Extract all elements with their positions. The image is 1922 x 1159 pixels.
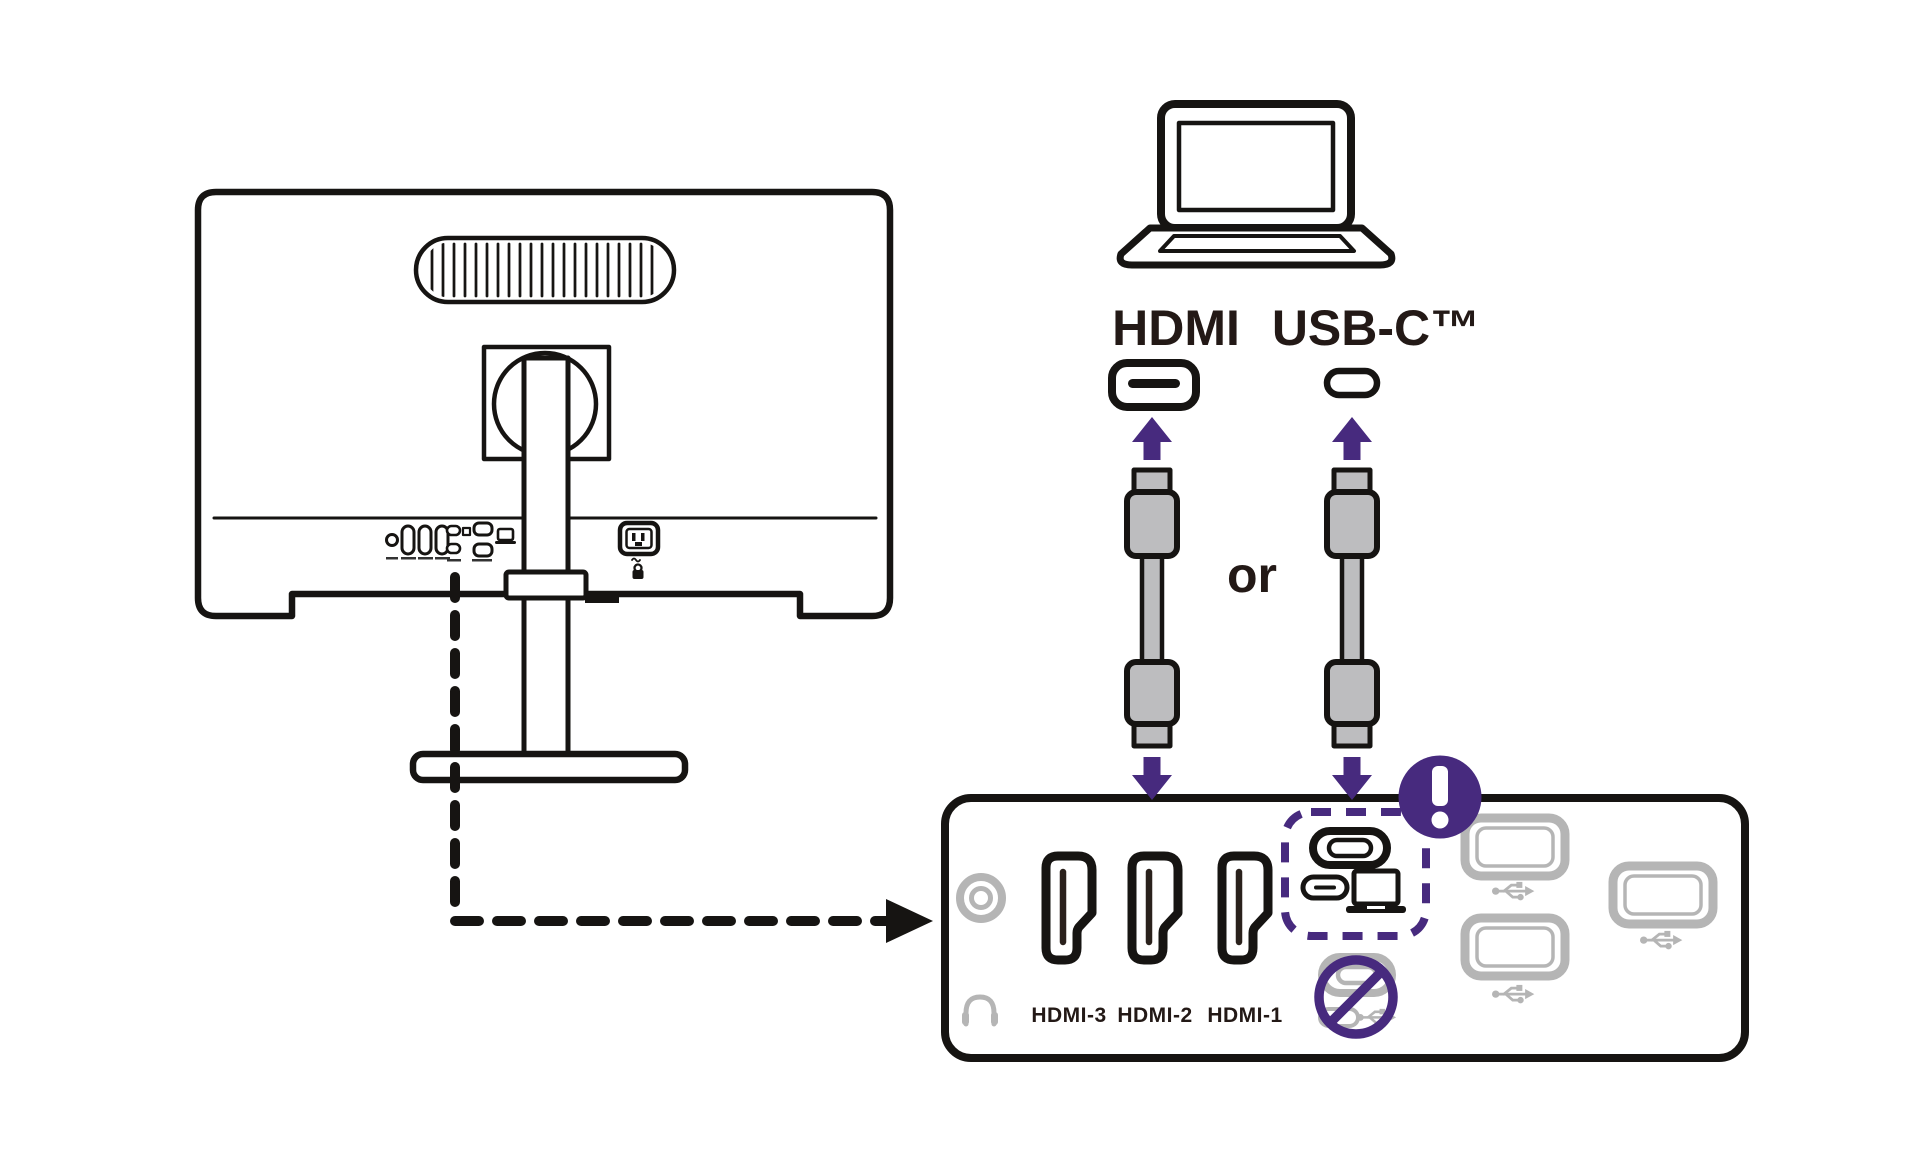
hdmi-3-port-label: HDMI-3 (1031, 1004, 1106, 1027)
usb-c-connector-icon (1323, 367, 1381, 399)
or-label: or (1227, 547, 1277, 603)
highlight-dashed-box (1281, 808, 1430, 940)
monitor-port-row (385, 521, 516, 562)
power-inlet-icon (617, 520, 661, 557)
laptop-icon (1116, 100, 1396, 269)
headphone-icon (962, 994, 998, 1027)
up-arrow-icon (1332, 417, 1372, 460)
usb-port-icon (472, 521, 494, 537)
hdmi-port-icon (434, 524, 450, 556)
laptop-mini-icon (1346, 868, 1406, 913)
exclamation-icon (1398, 755, 1482, 839)
usb-c-cable-icon (1327, 470, 1377, 746)
down-arrow-icon (1332, 757, 1372, 800)
up-arrow-icon (1132, 417, 1172, 460)
hdmi-connector-icon (1108, 359, 1200, 411)
lock-slot-icon (631, 557, 644, 579)
laptop-mini-icon (496, 527, 515, 542)
monitor-stand (409, 355, 689, 784)
audio-jack-icon (956, 873, 1006, 923)
hdmi-label: HDMI (1112, 300, 1240, 356)
io-panel: HDMI-3 HDMI-2 HDMI-1 (941, 794, 1749, 1062)
usb-c-port-icon (1309, 827, 1391, 869)
down-arrow-icon (1132, 757, 1172, 800)
display-icon (461, 526, 472, 537)
prohibited-usb-c-zone (1314, 953, 1398, 1039)
usb-c-label: USB-C™ (1272, 300, 1480, 356)
usb-c-port-icon (445, 542, 462, 555)
callout-leader (450, 572, 933, 943)
hdmi-1-port-label: HDMI-1 (1207, 1004, 1282, 1027)
leader-arrowhead-icon (886, 899, 933, 943)
usb-c-plug-mini-icon (1300, 874, 1350, 901)
hdmi-2-port-label: HDMI-2 (1117, 1004, 1192, 1027)
usb-c-port-icon (445, 524, 462, 537)
audio-jack-icon (385, 533, 399, 547)
hdmi-cable-icon (1127, 470, 1177, 746)
hdmi-port-icon (400, 524, 416, 556)
monitor-back-icon (194, 188, 894, 784)
vent-grille-icon (413, 235, 677, 305)
hdmi-port-icon (417, 524, 433, 556)
usb-port-icon (472, 542, 494, 558)
stand-base (409, 750, 689, 784)
prohibition-icon (1314, 955, 1398, 1039)
usb-c-highlight-zone (1281, 808, 1430, 940)
cable-clip (585, 594, 619, 603)
